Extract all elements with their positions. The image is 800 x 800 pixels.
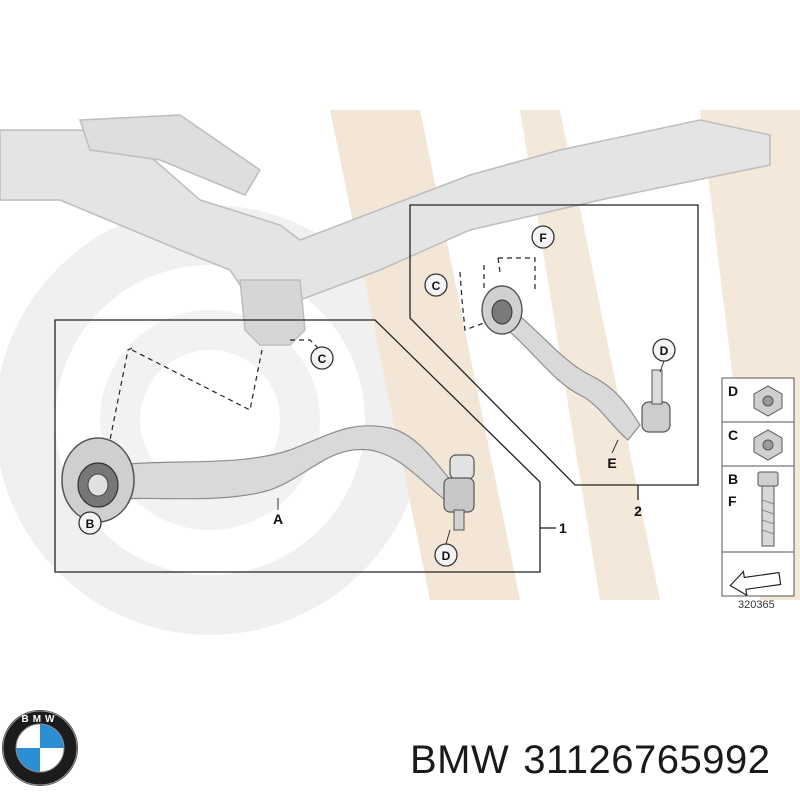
part-a-label: A bbox=[273, 511, 283, 527]
callout-f-circle: F bbox=[531, 225, 555, 249]
bolt-icon bbox=[757, 471, 779, 547]
logo-letters: BMW bbox=[22, 714, 59, 725]
callout-c-circle-1: C bbox=[310, 346, 334, 370]
bmw-logo: BMW bbox=[2, 710, 78, 786]
part-number: 31126765992 bbox=[523, 738, 771, 782]
legend-row-c: C bbox=[728, 427, 738, 443]
callout-b-circle: B bbox=[78, 511, 102, 535]
control-arm-e bbox=[481, 285, 671, 441]
subframe bbox=[0, 114, 771, 346]
callout-d-label-1: D bbox=[442, 549, 451, 563]
callout-f-label: F bbox=[539, 231, 546, 245]
part-e-label: E bbox=[607, 455, 616, 471]
frame-group-1 bbox=[54, 319, 556, 573]
direction-arrow-icon bbox=[729, 570, 782, 597]
part-number-line: BMW 31126765992 bbox=[410, 738, 771, 783]
callout-d-label-2: D bbox=[660, 344, 669, 358]
legend-row-b: B bbox=[728, 471, 738, 487]
legend-row-f: F bbox=[728, 493, 737, 509]
control-arm-a bbox=[61, 425, 475, 531]
diagram-number: 320365 bbox=[738, 599, 775, 611]
part-e-leader bbox=[611, 439, 619, 454]
group-number-1: 1 bbox=[559, 520, 567, 536]
dashed-leaders-1 bbox=[109, 339, 319, 441]
dashed-leaders-2 bbox=[459, 257, 536, 331]
callout-b-label: B bbox=[86, 517, 95, 531]
callout-d-circle-2: D bbox=[652, 338, 676, 373]
brand-name: BMW bbox=[410, 738, 510, 782]
callout-c-label-2: C bbox=[432, 279, 441, 293]
nut-d-icon bbox=[753, 385, 783, 417]
callout-c-circle-2: C bbox=[424, 273, 448, 297]
group-number-2: 2 bbox=[634, 503, 642, 519]
hardware-legend: D C B F bbox=[721, 377, 795, 597]
callout-c-label-1: C bbox=[318, 352, 327, 366]
nut-c-icon bbox=[753, 429, 783, 461]
legend-row-d: D bbox=[728, 383, 738, 399]
frame-group-2 bbox=[409, 204, 699, 500]
callout-d-circle-1: D bbox=[434, 529, 458, 567]
